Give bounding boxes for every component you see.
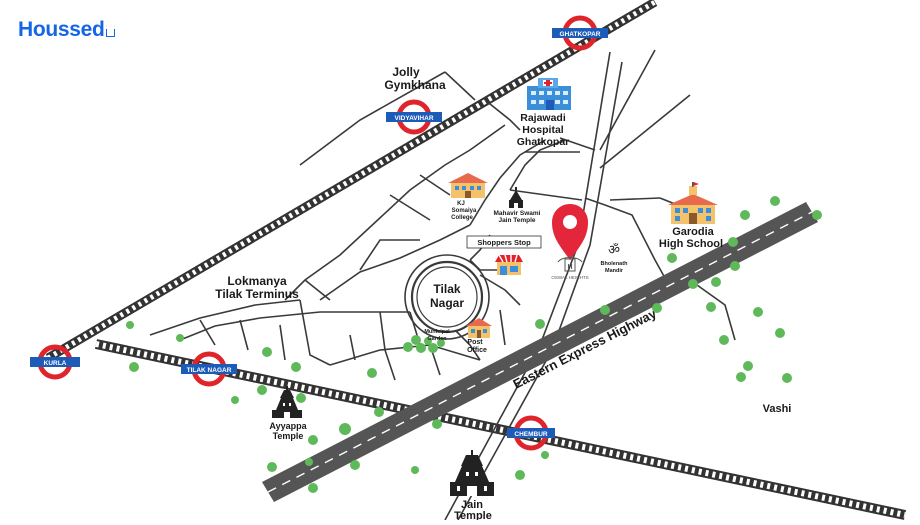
landmark-vashi[interactable]: Vashi [763, 403, 792, 415]
vashi-label: Vashi [763, 403, 792, 415]
landmark-jain-temple[interactable]: Jain Temple [450, 450, 494, 522]
station-ghatkopar[interactable]: GHATKOPAR [552, 15, 608, 51]
hospital-icon [527, 78, 571, 110]
station-kurla-label: KURLA [44, 360, 67, 367]
shop-icon [495, 254, 523, 275]
rajawadi-label-line3: Ghatkopar [517, 136, 570, 148]
house-icon [105, 29, 115, 37]
landmark-kj-somaiya-college[interactable]: KJ Somaiya College [448, 173, 488, 221]
trees [126, 196, 822, 493]
jain-label-line1: Jain [461, 499, 483, 511]
landmark-post-office[interactable]: Post Office [466, 318, 492, 354]
landmark-jolly-gymkhana[interactable]: Jolly Gymkhana [384, 65, 446, 92]
landmark-lokmanya-tilak-terminus[interactable]: Lokmanya Tilak Terminus [215, 274, 299, 301]
station-kurla[interactable]: KURLA [30, 344, 80, 380]
jolly-label-line2: Gymkhana [384, 78, 446, 92]
tilak-nagar-label-line2: Nagar [430, 296, 464, 310]
garden-label-line1: Municipal [424, 329, 450, 335]
garodia-label-line1: Garodia [672, 226, 714, 238]
jain-label-line2: Temple [454, 510, 492, 520]
temple-icon [272, 386, 302, 418]
landmark-bholenath-mandir[interactable]: ॐ Bholenath Mandir [601, 242, 629, 274]
project-name: OSWAL HEIGHTS [551, 275, 588, 280]
station-vidyavihar-label: VIDYAVIHAR [394, 115, 433, 122]
station-ghatkopar-label: GHATKOPAR [560, 31, 601, 38]
garodia-label-line2: High School [659, 238, 723, 250]
shoppers-stop-label: Shoppers Stop [477, 238, 531, 247]
landmark-shoppers-stop[interactable]: Shoppers Stop [466, 235, 542, 275]
garden-label-line2: Garden [427, 336, 447, 342]
station-chembur-label: CHEMBUR [514, 431, 548, 438]
brand-logo[interactable]: Houssed [18, 18, 115, 42]
college-icon [448, 173, 488, 198]
tree-icon [126, 321, 549, 493]
post-office-icon [466, 318, 492, 338]
roads [149, 49, 736, 521]
kj-label-line1: KJ [457, 201, 465, 207]
lokmanya-label-line1: Lokmanya [227, 274, 287, 288]
bholenath-label-line2: Mandir [605, 268, 624, 274]
om-icon: ॐ [608, 242, 620, 257]
ayyappa-label-line2: Temple [273, 431, 304, 441]
landmark-mahavir-swami-jain-temple[interactable]: Mahavir Swami Jain Temple [494, 187, 541, 224]
station-tilak-nagar-label: TILAK NAGAR [187, 367, 232, 374]
rail-lines [45, 0, 907, 520]
brand-name: Houssed [18, 18, 105, 41]
project-logo: H OSWAL HEIGHTS [551, 257, 589, 280]
school-icon [668, 182, 718, 224]
mahavir-label-line2: Jain Temple [498, 217, 535, 224]
landmark-garodia-high-school[interactable]: Garodia High School [659, 182, 723, 250]
tree-icon [535, 196, 822, 383]
rajawadi-label-line1: Rajawadi [520, 112, 566, 124]
bholenath-label-line1: Bholenath [601, 261, 629, 267]
lokmanya-label-line2: Tilak Terminus [215, 287, 299, 301]
svg-text:H: H [567, 264, 572, 271]
station-tilak-nagar[interactable]: TILAK NAGAR [181, 351, 237, 387]
kj-label-line2: Somaiya [452, 208, 477, 214]
rajawadi-label-line2: Hospital [522, 124, 564, 136]
tilak-nagar-label-line1: Tilak [433, 282, 460, 296]
ayyappa-label-line1: Ayyappa [269, 421, 307, 431]
project-location[interactable]: H OSWAL HEIGHTS [551, 204, 589, 280]
post-label-line2: Office [467, 347, 487, 354]
kj-label-line3: College [451, 215, 473, 221]
shoppers-stop-tag [466, 235, 542, 249]
tilak-nagar-roundabout: Tilak Nagar [404, 254, 490, 340]
landmark-rajawadi-hospital[interactable]: Rajawadi Hospital Ghatkopar [517, 78, 571, 148]
mahavir-label-line1: Mahavir Swami [494, 210, 541, 217]
station-chembur[interactable]: CHEMBUR [507, 415, 555, 451]
rail-central-line [45, 0, 658, 362]
landmark-ayyappa-temple[interactable]: Ayyappa Temple [269, 386, 308, 441]
temple-icon [450, 450, 494, 496]
location-pin-icon [552, 204, 588, 260]
post-label-line1: Post [467, 339, 483, 346]
garden-trees [403, 335, 445, 353]
station-vidyavihar[interactable]: VIDYAVIHAR [386, 99, 442, 135]
temple-icon [509, 187, 523, 208]
jolly-label-line1: Jolly [392, 65, 420, 79]
landmark-municipal-garden[interactable]: Municipal Garden [424, 329, 450, 342]
